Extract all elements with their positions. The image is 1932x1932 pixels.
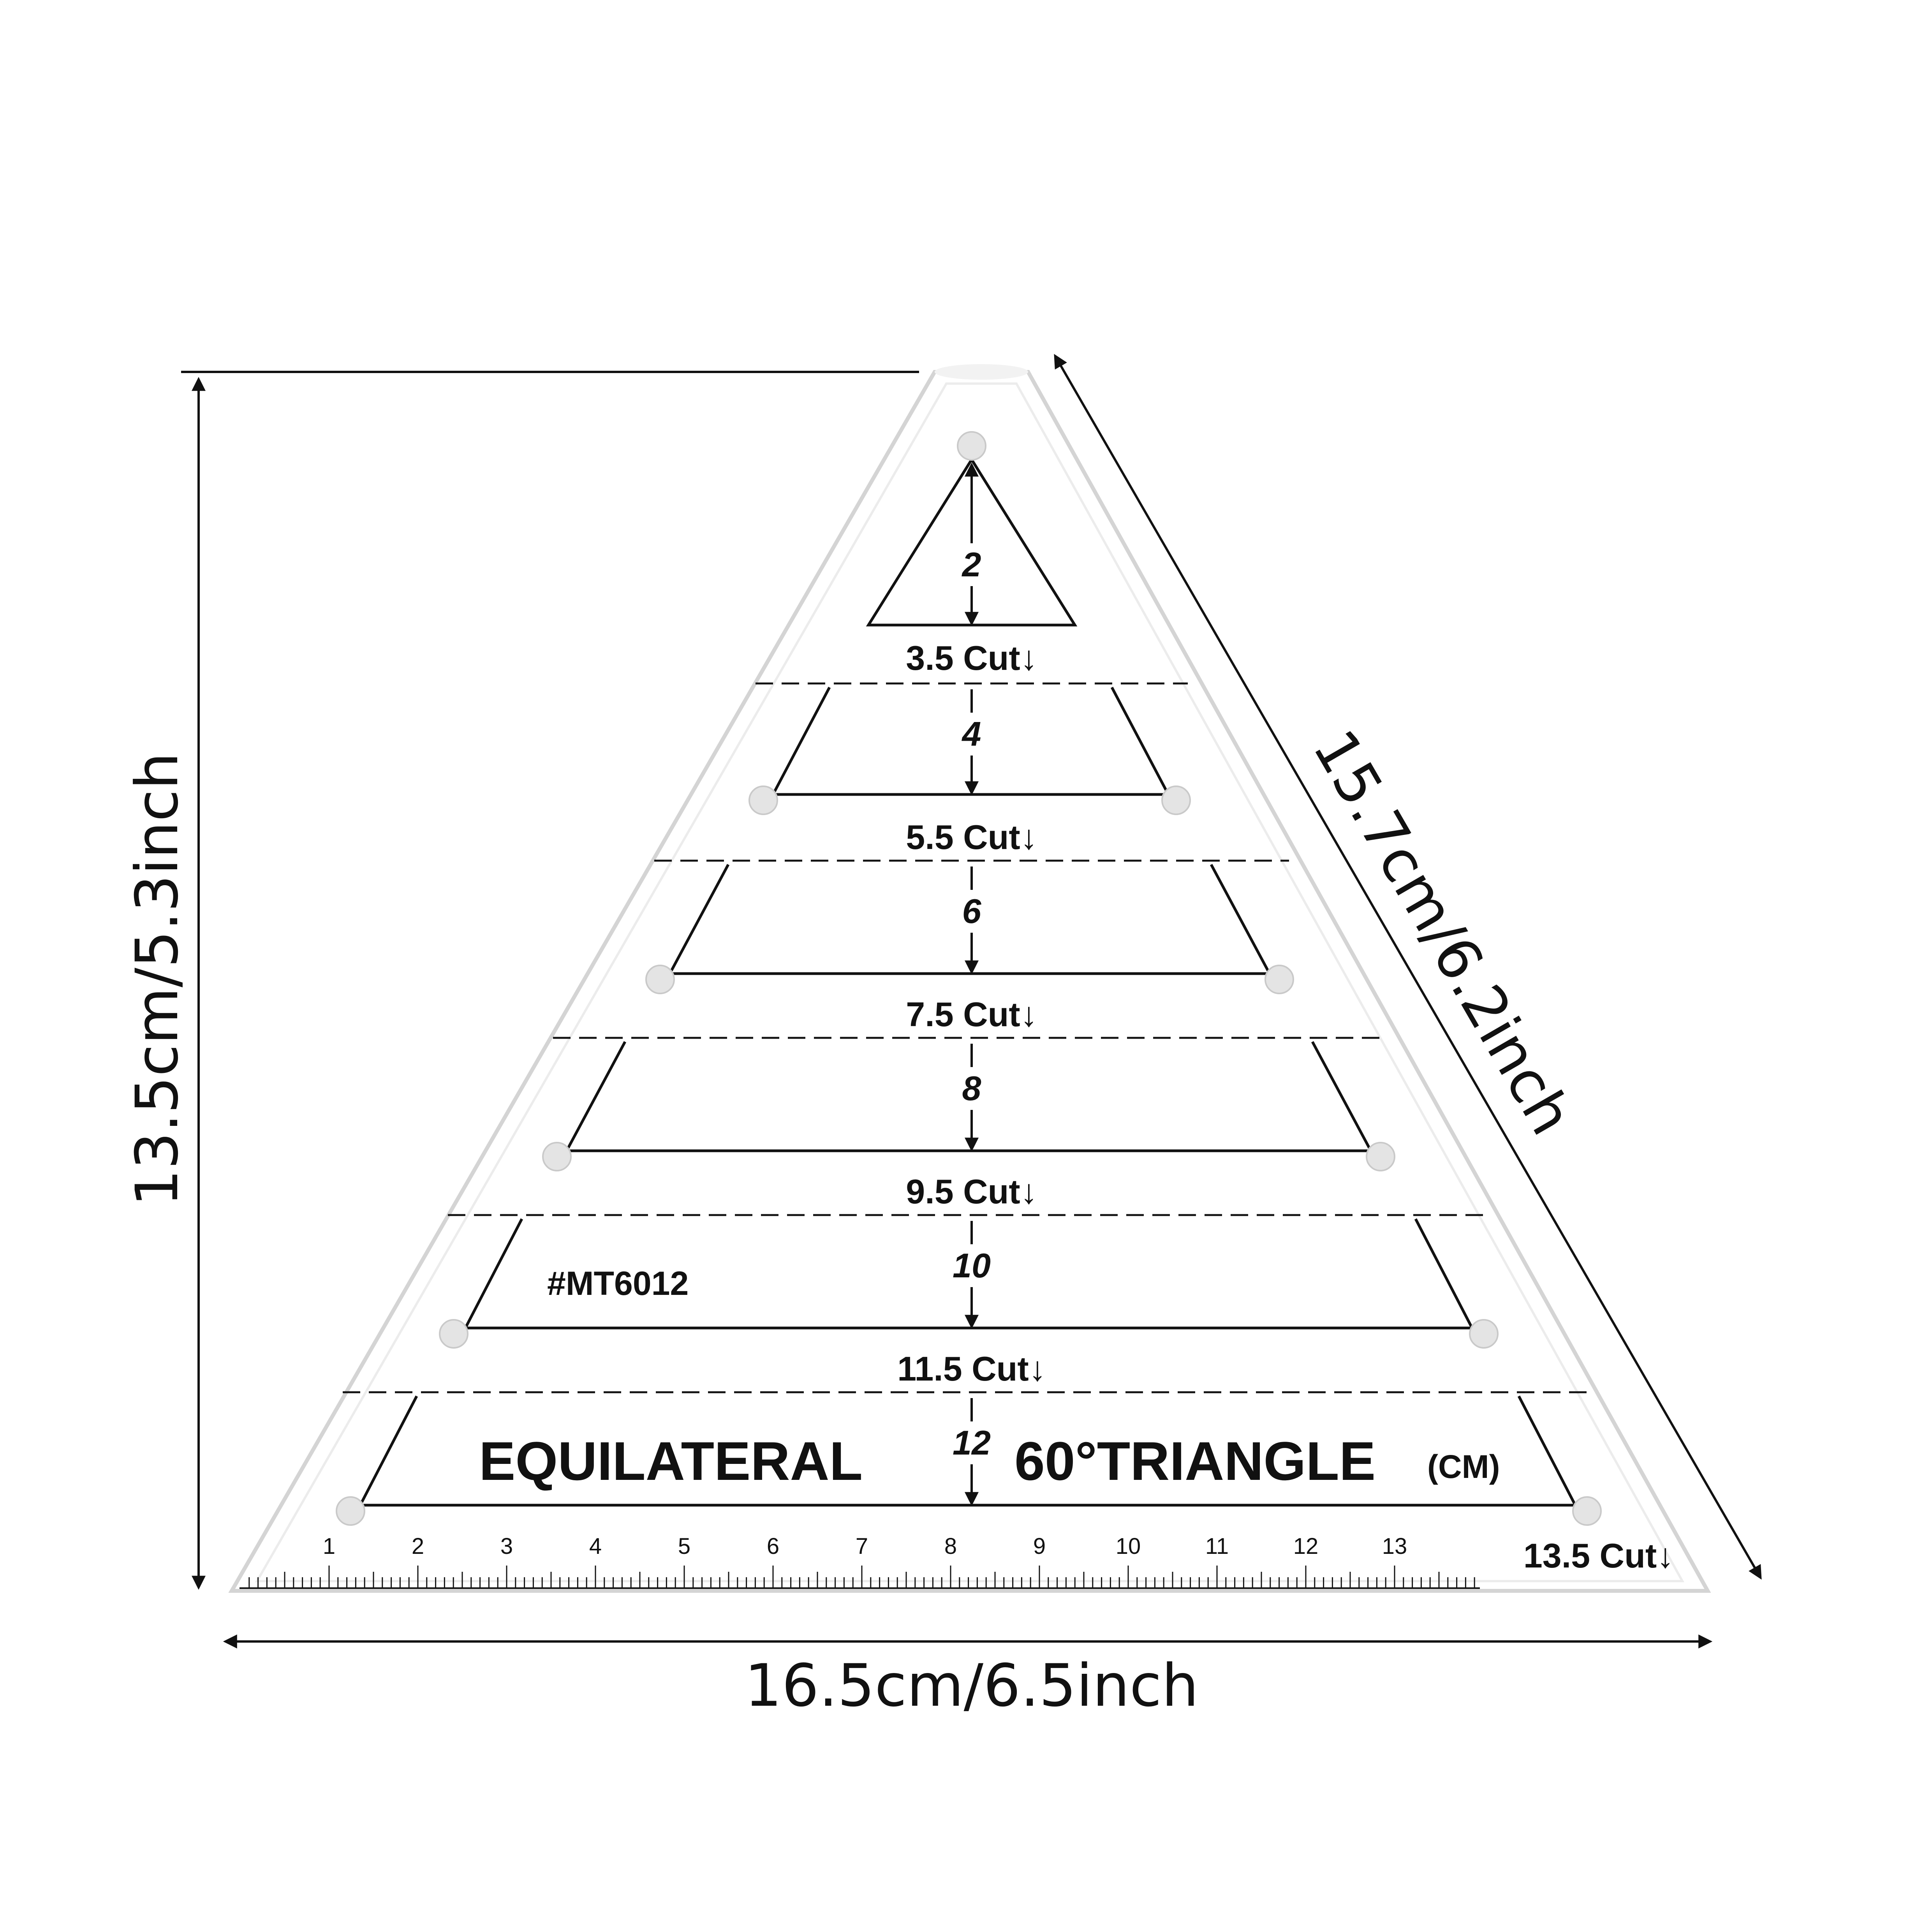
cut-label-3-5: 3.5 Cut↓ [906,639,1037,677]
finished-size-labels: 2 4 6 8 10 12 [953,545,991,1462]
title-triangle: 60°TRIANGLE [1014,1430,1375,1492]
width-label: 16.5cm/6.5inch [745,1652,1199,1720]
hole-8-right [1366,1142,1395,1171]
scale-number: 10 [1116,1534,1141,1559]
hole-top [957,431,986,461]
finished-size-6: 6 [962,892,982,930]
hole-12-left [336,1496,365,1526]
height-label: 13.5cm/5.3inch [123,752,191,1206]
size-2-triangle [866,457,1078,627]
cut-label-11-5: 11.5 Cut↓ [897,1349,1046,1388]
title-equilateral: EQUILATERAL [479,1430,863,1492]
scale-number: 9 [1033,1534,1046,1559]
ruler-inner-bevel [255,382,1685,1582]
finished-size-2: 2 [962,545,981,584]
title-unit: (CM) [1427,1448,1500,1485]
scale-number: 8 [944,1534,957,1559]
finished-size-12: 12 [953,1423,991,1462]
scale-number: 1 [323,1534,335,1559]
scale-number: 13 [1382,1534,1407,1559]
hole-4-right [1161,785,1191,815]
hole-6-left [645,965,675,994]
cut-label-5-5: 5.5 Cut↓ [906,818,1037,856]
cut-label-9-5: 9.5 Cut↓ [906,1172,1037,1211]
hole-10-left [439,1319,468,1349]
scale-number: 3 [500,1534,513,1559]
side-arrow [1054,354,1762,1580]
hole-4-left [748,785,778,815]
scale-number: 7 [856,1534,868,1559]
finished-size-4: 4 [962,715,981,753]
hole-12-right [1572,1496,1602,1526]
dimension-lines [181,354,1762,1648]
scale-number: 12 [1293,1534,1319,1559]
cut-label-7-5: 7.5 Cut↓ [906,995,1037,1034]
hole-8-left [542,1142,572,1171]
finished-size-8: 8 [962,1069,981,1108]
scale-number: 6 [767,1534,779,1559]
finished-size-10: 10 [953,1246,991,1285]
scale-number: 11 [1205,1534,1229,1559]
hole-10-right [1469,1319,1499,1349]
cut-label-13-5: 13.5 Cut↓ [1523,1536,1674,1575]
band-4 [756,682,1188,796]
scale-number: 2 [412,1534,424,1559]
scale-number: 4 [589,1534,602,1559]
scale-number: 5 [678,1534,690,1559]
hole-6-right [1265,965,1294,994]
model-number: #MT6012 [547,1265,689,1302]
ruler-top-round [935,364,1028,380]
